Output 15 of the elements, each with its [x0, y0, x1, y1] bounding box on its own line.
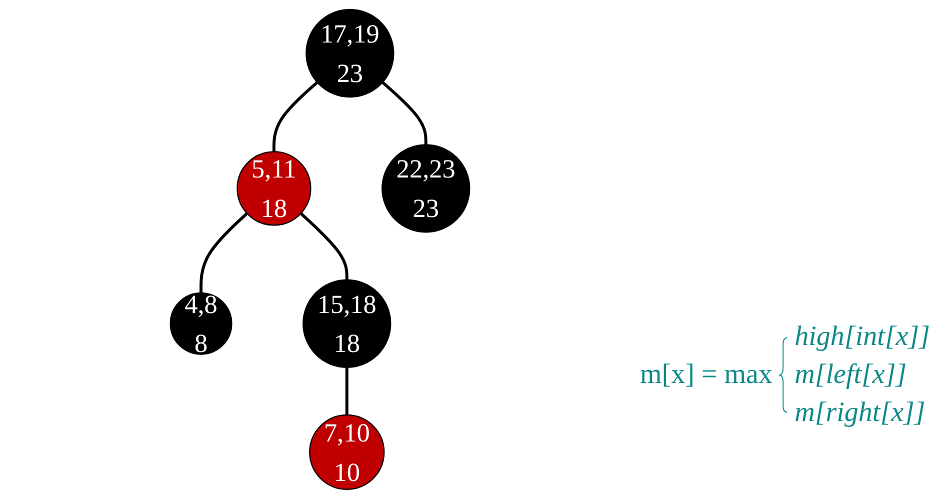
node-circle: 17,19 23	[306, 8, 394, 98]
formula-text: m[x] = max	[640, 359, 772, 391]
formula-case: m[left[x]]	[794, 359, 908, 391]
connector	[200, 212, 248, 293]
connector	[272, 81, 318, 152]
node-circle: 4,8 8	[170, 292, 232, 355]
connector	[300, 212, 348, 280]
formula-case: high[int[x]]	[794, 321, 930, 353]
connector	[382, 81, 428, 145]
node-circle: 5,11 18	[236, 151, 312, 226]
connector	[345, 367, 348, 415]
node-circle: 22,23 23	[382, 144, 470, 233]
formula-case: m[right[x]]	[794, 397, 926, 429]
node-circle: 15,18 18	[302, 279, 392, 368]
node-circle: 7,10 10	[309, 414, 385, 490]
